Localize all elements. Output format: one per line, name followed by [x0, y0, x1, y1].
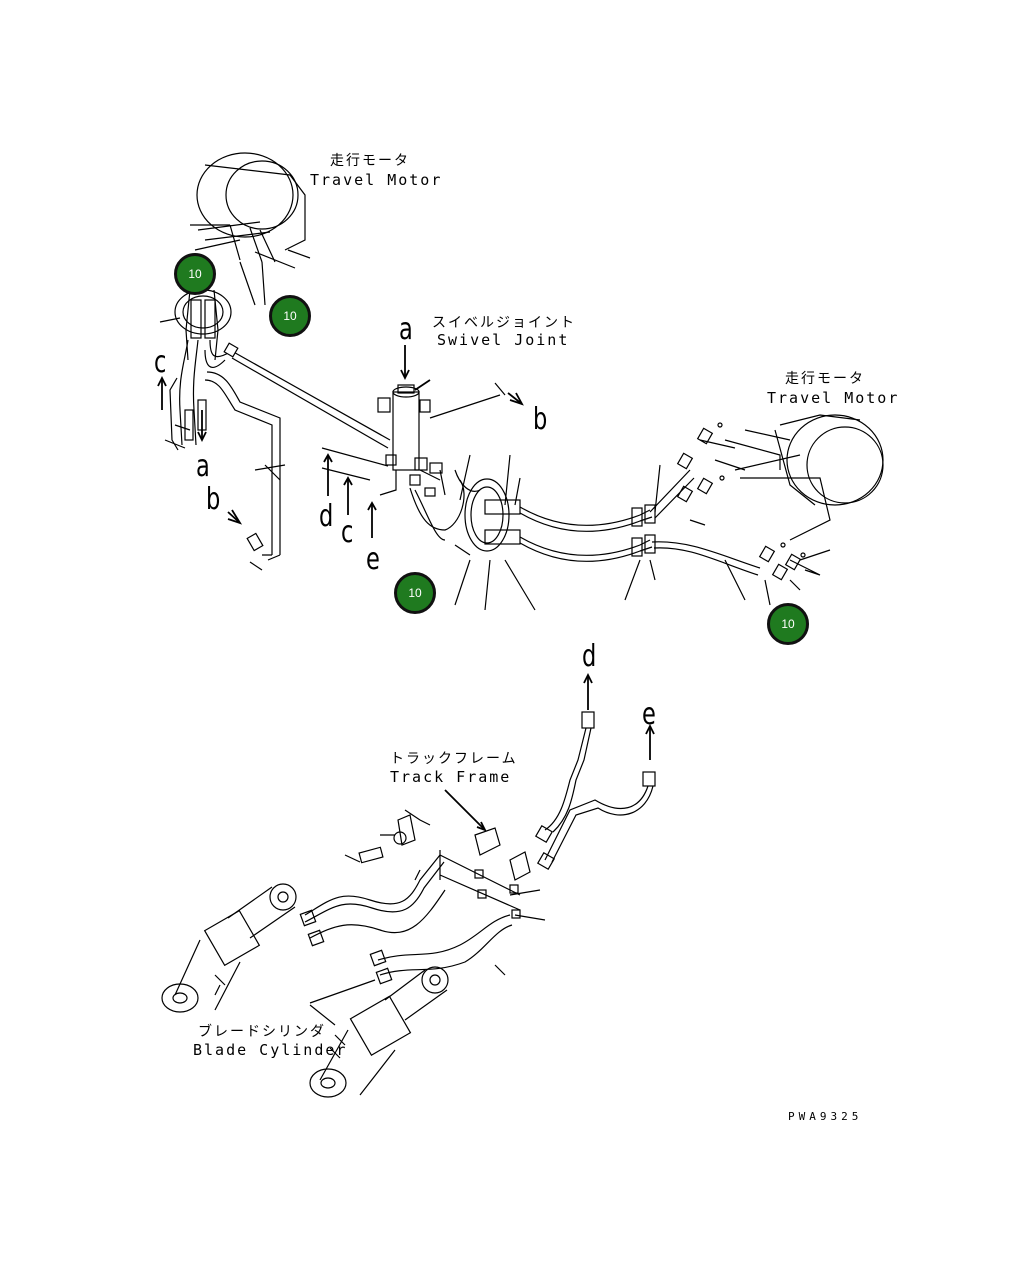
swivel-joint-label-jp: スイベルジョイント	[432, 315, 576, 331]
blade-cylinder-label-en: Blade Cylinder	[193, 1041, 348, 1059]
travel-motor-top-label-en: Travel Motor	[310, 171, 443, 189]
travel-motor-top-label-jp: 走行モータ	[330, 153, 410, 169]
travel-motor-right-label-jp: 走行モータ	[785, 371, 865, 387]
center-hose-routing	[409, 454, 771, 611]
ref-letter-e-bottom: e	[642, 697, 656, 732]
ref-arrows-left	[157, 375, 243, 525]
blade-cylinder-2-drawing	[309, 966, 449, 1098]
ref-letter-a-top: a	[399, 312, 413, 347]
ref-letter-d-mid: d	[319, 499, 334, 534]
travel-motor-right-drawing	[676, 414, 884, 591]
track-frame-label-en: Track Frame	[390, 768, 512, 786]
ref-arrows-center	[323, 345, 524, 538]
travel-motor-left-drawing	[190, 152, 311, 306]
track-frame-label-jp: トラックフレーム	[390, 751, 518, 767]
ref-letter-b-right: b	[533, 402, 548, 437]
travel-motor-right-label-en: Travel Motor	[767, 389, 900, 407]
callout-badge-1[interactable]: 10	[174, 253, 216, 295]
callout-badge-2[interactable]: 10	[269, 295, 311, 337]
ref-letter-d-bottom: d	[582, 639, 597, 674]
ref-letter-b-left: b	[206, 482, 221, 517]
left-hose-assembly-drawing	[164, 339, 391, 571]
callout-badge-4[interactable]: 10	[767, 603, 809, 645]
ref-letter-e-mid: e	[366, 542, 380, 577]
ref-letter-a-left: a	[196, 449, 210, 484]
blade-cylinder-1-drawing	[161, 883, 297, 1013]
blade-piping-drawing	[161, 672, 656, 1098]
blade-cylinder-label-jp: ブレードシリンダ	[198, 1024, 326, 1040]
callout-badge-3[interactable]: 10	[394, 572, 436, 614]
drawing-code: PWA9325	[788, 1110, 863, 1123]
ref-letter-c-mid: c	[341, 515, 354, 550]
swivel-joint-label-en: Swivel Joint	[437, 331, 570, 349]
ref-letter-c-left: c	[154, 345, 167, 380]
swivel-joint-drawing	[321, 382, 506, 497]
hose-clamp-left-drawing	[159, 289, 232, 361]
